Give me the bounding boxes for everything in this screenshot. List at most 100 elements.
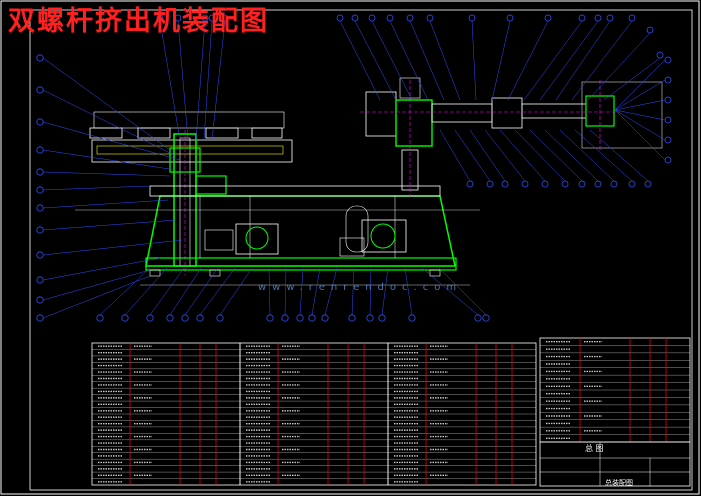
leader-line <box>555 20 611 101</box>
leader-line <box>268 267 271 316</box>
leader-line <box>571 20 633 101</box>
balloon <box>281 314 289 322</box>
barrel-assembly <box>360 77 663 150</box>
leader-line <box>369 267 372 316</box>
leader-line <box>159 20 181 141</box>
leader-line <box>42 219 177 231</box>
balloon <box>368 14 376 22</box>
leader-line <box>219 267 253 316</box>
title-block-code: 总装配图 <box>605 479 633 487</box>
leader-line <box>614 109 666 141</box>
balloon <box>664 56 672 64</box>
parts-list <box>91 337 691 487</box>
balloon <box>166 314 174 322</box>
leader-line <box>124 267 168 316</box>
leader-line <box>199 267 236 316</box>
leader-line <box>149 267 185 316</box>
balloon <box>656 51 664 59</box>
leader-line <box>421 267 479 316</box>
balloon <box>386 14 394 22</box>
balloon <box>644 180 652 188</box>
leader-line <box>539 20 599 101</box>
leader-line <box>42 199 169 209</box>
balloon <box>544 14 552 22</box>
leader-line <box>404 267 413 316</box>
balloon <box>36 226 44 234</box>
balloon <box>408 314 416 322</box>
balloon <box>606 14 614 22</box>
leader-line <box>169 267 202 316</box>
leader-line <box>389 20 429 101</box>
balloon <box>336 14 344 22</box>
leader-line <box>471 20 477 101</box>
balloon <box>121 314 129 322</box>
leader-line <box>42 275 151 319</box>
leader-line <box>587 32 651 101</box>
balloon <box>594 14 602 22</box>
leader-line <box>42 171 171 177</box>
balloon <box>308 314 316 322</box>
leader-line <box>589 129 649 182</box>
leader-line <box>614 99 666 111</box>
balloon <box>501 180 509 188</box>
leader-line <box>177 20 189 141</box>
leader-line <box>409 20 445 101</box>
part-balloons <box>36 14 672 322</box>
balloon <box>321 314 329 322</box>
leader-line <box>514 129 566 182</box>
leader-line <box>603 57 661 101</box>
leader-line <box>42 57 171 151</box>
balloon <box>664 156 672 164</box>
leader-line <box>311 267 321 316</box>
balloon <box>348 314 356 322</box>
balloon <box>351 14 359 22</box>
balloon <box>146 314 154 322</box>
balloon <box>474 314 482 322</box>
leader-line <box>529 129 583 182</box>
leader-line <box>614 109 666 161</box>
balloon <box>36 146 44 154</box>
leader-line <box>42 239 183 256</box>
balloon <box>196 314 204 322</box>
leader-line <box>339 20 381 101</box>
balloon <box>664 76 672 84</box>
leader-line <box>559 129 615 182</box>
leader-line <box>507 20 549 101</box>
balloon <box>36 168 44 176</box>
balloon <box>181 314 189 322</box>
title-block <box>539 441 691 487</box>
balloon <box>561 180 569 188</box>
balloon <box>482 314 490 322</box>
balloon <box>36 251 44 259</box>
balloon <box>521 180 529 188</box>
leader-line <box>42 185 151 191</box>
leader-line <box>42 121 181 161</box>
balloon <box>36 204 44 212</box>
balloon <box>628 14 636 22</box>
balloon <box>628 180 636 188</box>
balloon <box>610 180 618 188</box>
balloon <box>296 314 304 322</box>
leader-line <box>491 20 511 101</box>
balloon <box>466 180 474 188</box>
balloon <box>541 180 549 188</box>
leader-line <box>614 79 666 111</box>
balloon <box>36 186 44 194</box>
leader-line <box>211 20 226 141</box>
balloon <box>36 296 44 304</box>
leader-line <box>203 20 213 141</box>
balloon <box>36 54 44 62</box>
leader-line <box>469 129 506 182</box>
leader-line <box>184 267 219 316</box>
drawing-title: 双螺杆挤出机装配图 <box>8 6 269 37</box>
leader-line <box>484 129 526 182</box>
leader-line <box>284 267 287 316</box>
balloon <box>664 116 672 124</box>
balloon <box>506 14 514 22</box>
leader-line <box>439 129 471 182</box>
balloon <box>36 276 44 284</box>
balloon <box>594 180 602 188</box>
leader-line <box>371 20 413 101</box>
